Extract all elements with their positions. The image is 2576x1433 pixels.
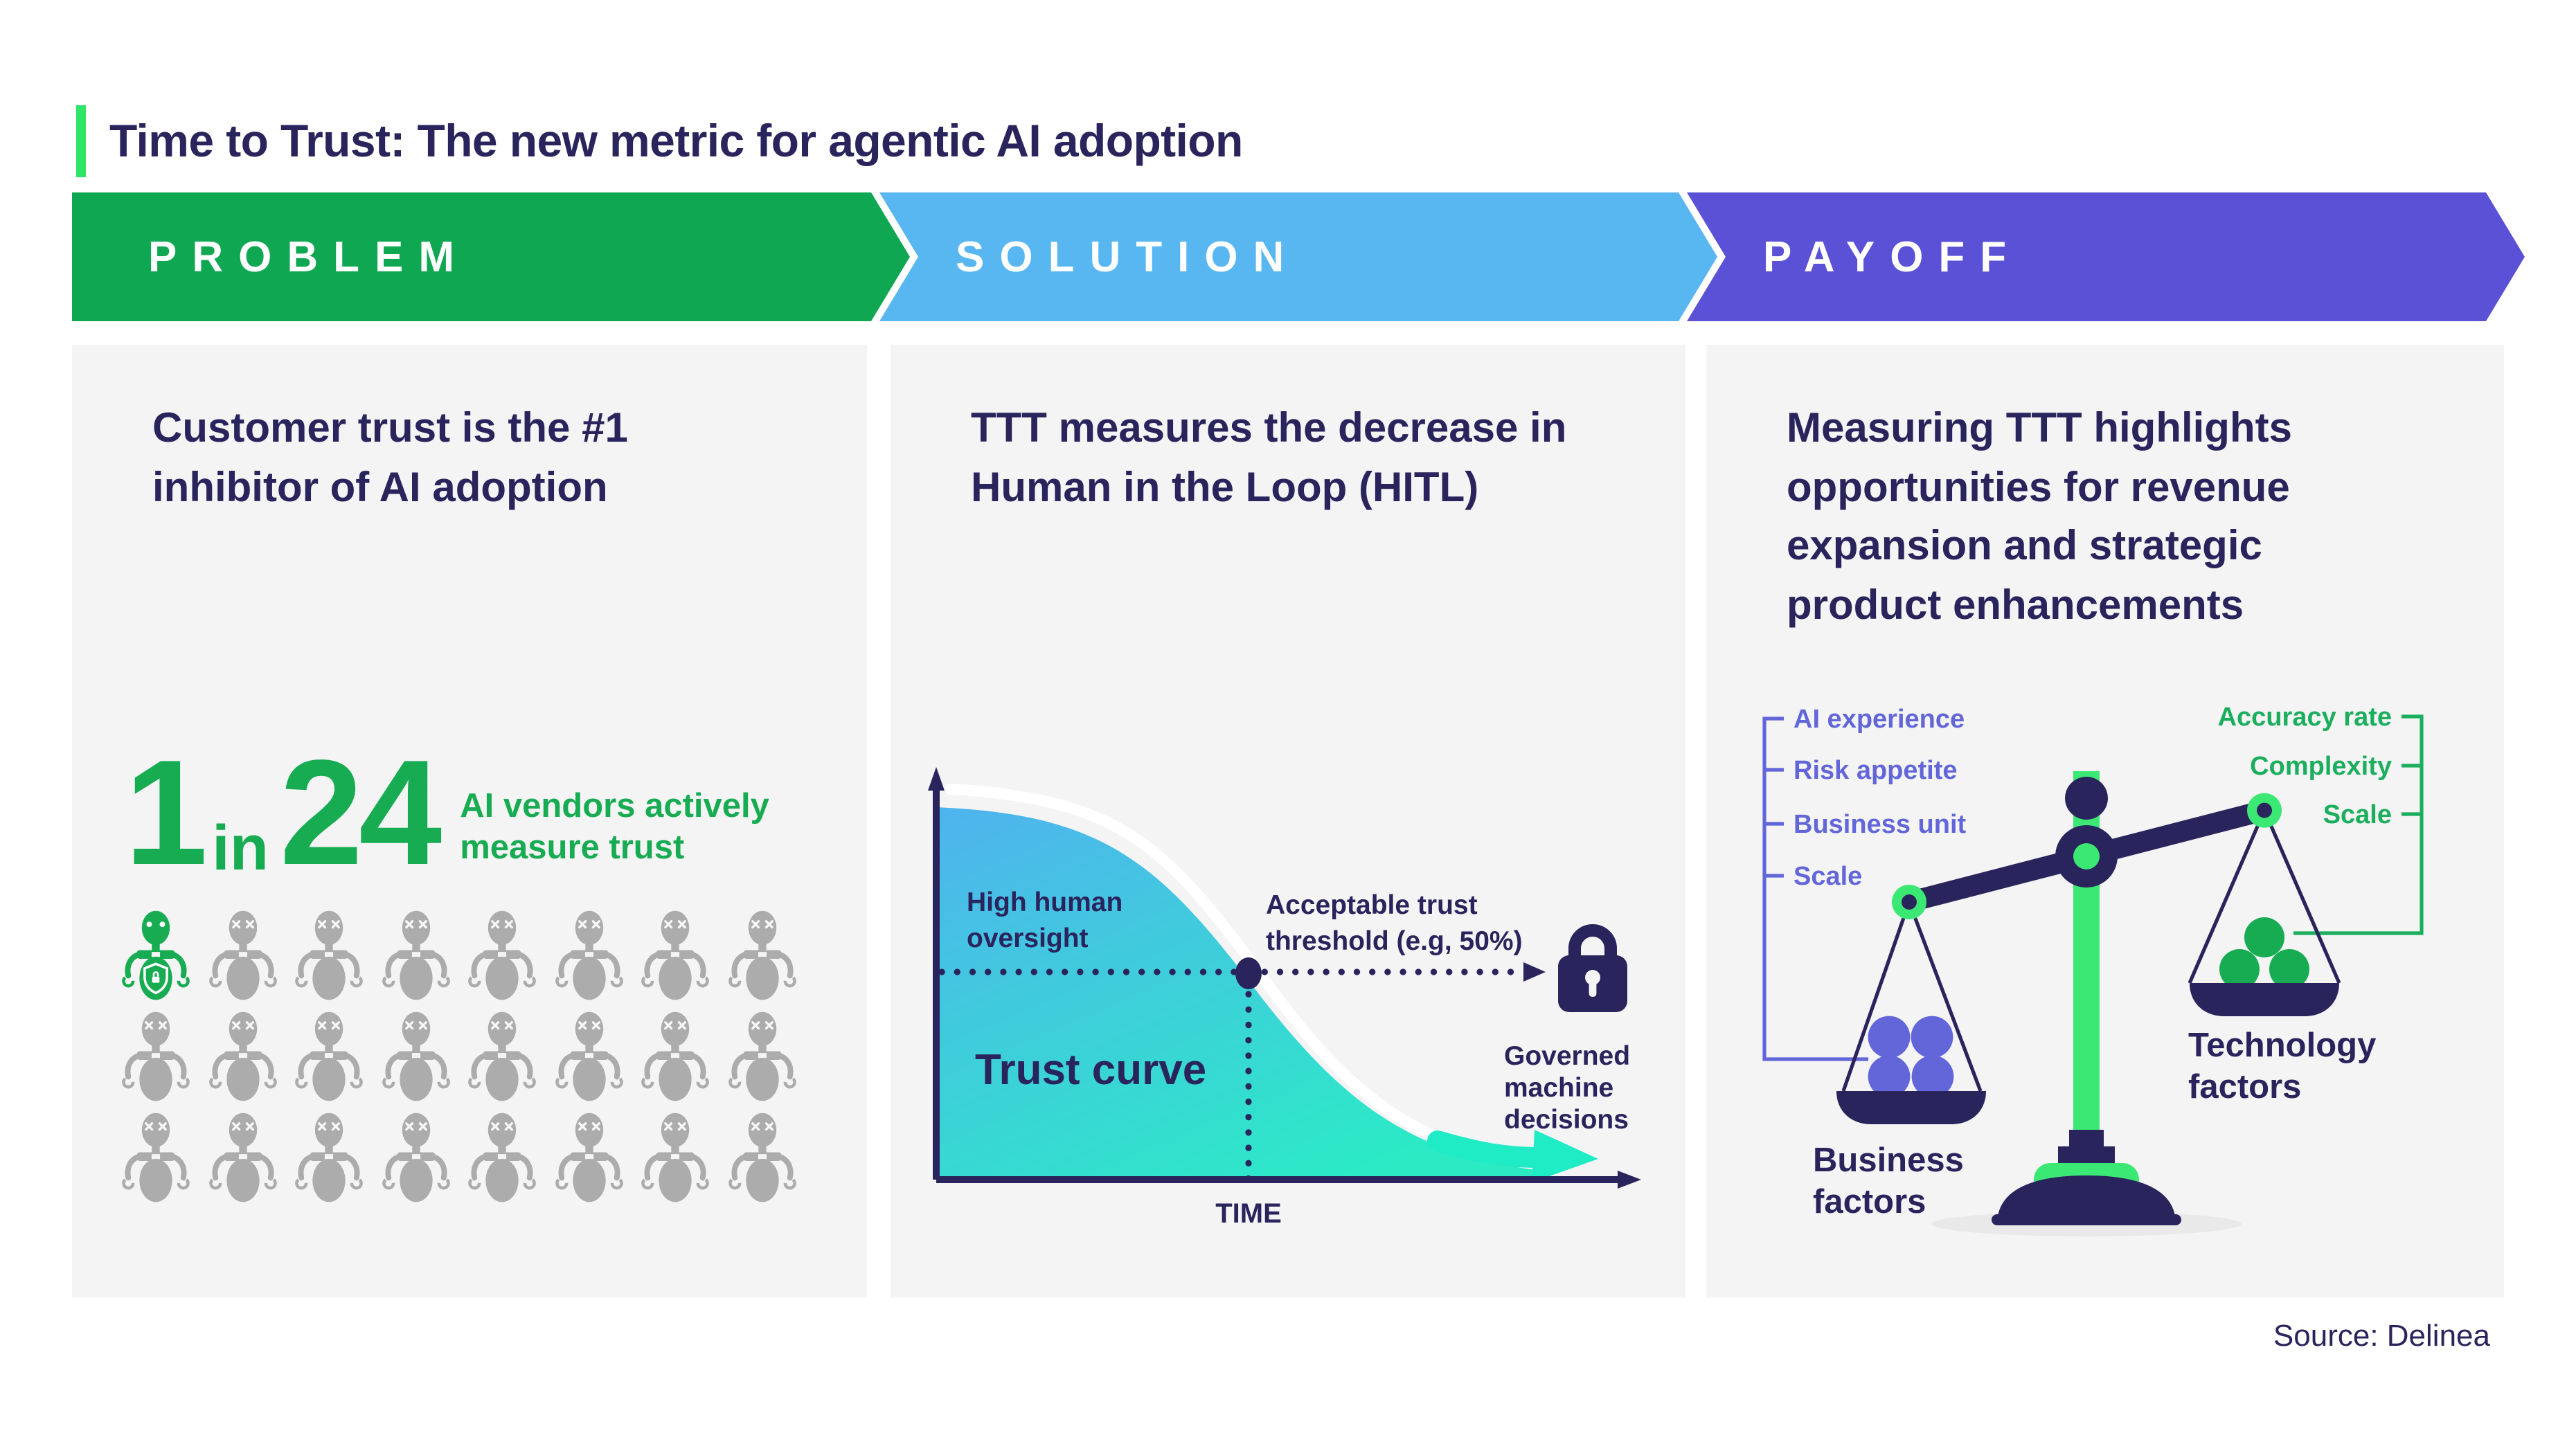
- business-factor-business-unit: Business unit: [1794, 810, 1966, 839]
- robot-gray-icon: [555, 1011, 623, 1101]
- payoff-heading: Measuring TTT highlights opportunities f…: [1787, 406, 2292, 629]
- problem-stat: 1 in 24 AI vendors actively measure trus…: [125, 728, 769, 896]
- lock-icon: [1558, 924, 1627, 1012]
- business-factor-risk-appetite: Risk appetite: [1794, 756, 1958, 785]
- panel-problem: Customer trust is the #1 inhibitor of AI…: [72, 345, 867, 1297]
- robot-pictogram-grid: [119, 910, 812, 1213]
- robot-gray-icon: [641, 910, 709, 1000]
- problem-heading: Customer trust is the #1 inhibitor of AI…: [152, 406, 628, 511]
- balance-scale-diagram: AI experience Risk appetite Business uni…: [1751, 692, 2493, 1253]
- technology-factor-accuracy-rate: Accuracy rate: [2218, 703, 2392, 732]
- robot-gray-icon: [641, 1112, 709, 1202]
- title-accent-bar-icon: [76, 105, 86, 177]
- technology-factor-complexity: Complexity: [2250, 752, 2392, 781]
- stat-description: AI vendors actively measure trust: [460, 787, 769, 867]
- label-threshold-line2: threshold (e.g, 50%): [1266, 926, 1523, 956]
- stat-value-24: 24: [279, 728, 442, 896]
- robot-gray-icon: [555, 1112, 623, 1202]
- label-high-oversight-line2: oversight: [967, 923, 1089, 953]
- label-trust-curve: Trust curve: [975, 1046, 1206, 1094]
- robot-gray-icon: [295, 1011, 363, 1101]
- banner-problem: PROBLEM: [72, 192, 910, 321]
- robot-gray-icon: [641, 1011, 709, 1101]
- trust-curve-area: [936, 807, 1548, 1180]
- business-factor-scale: Scale: [1794, 862, 1862, 891]
- y-axis-arrow-icon: [928, 767, 945, 791]
- robot-gray-icon: [122, 1011, 190, 1101]
- curve-arrow-tail: [1427, 1130, 1546, 1168]
- robot-gray-icon: [295, 1112, 363, 1202]
- curve-arrow-head-icon: [1532, 1130, 1598, 1182]
- robot-gray-icon: [295, 910, 363, 1000]
- robot-gray-icon: [208, 1112, 276, 1202]
- robot-gray-icon: [382, 910, 449, 1000]
- threshold-point: [1235, 957, 1262, 989]
- robot-gray-icon: [122, 1112, 190, 1202]
- label-governed-line2: machine: [1504, 1073, 1613, 1103]
- robot-gray-icon: [208, 910, 276, 1000]
- page-title: Time to Trust: The new metric for agenti…: [109, 115, 1243, 166]
- panel-payoff: Measuring TTT highlights opportunities f…: [1706, 345, 2504, 1297]
- threshold-arrow-icon: [1523, 962, 1546, 982]
- robot-gray-icon: [382, 1112, 449, 1202]
- x-axis-arrow-icon: [1618, 1171, 1641, 1189]
- solution-heading: TTT measures the decrease in Human in th…: [971, 406, 1567, 511]
- banner-payoff: PAYOFF: [1687, 192, 2525, 321]
- banner-solution: SOLUTION: [879, 192, 1717, 321]
- business-factor-ai-experience: AI experience: [1794, 705, 1965, 734]
- balance-scale-icon: [1836, 771, 2341, 1225]
- robot-highlighted-icon: [122, 910, 190, 1000]
- technology-factors-weights: [2219, 917, 2309, 989]
- stat-connector: in: [212, 811, 269, 884]
- banner-problem-label: PROBLEM: [148, 233, 469, 281]
- banner-payoff-label: PAYOFF: [1763, 233, 2022, 281]
- robot-gray-icon: [555, 910, 623, 1000]
- left-pan: [1836, 1091, 1986, 1124]
- technology-factor-scale: Scale: [2323, 800, 2392, 829]
- scale-base: [1997, 1175, 2176, 1224]
- label-high-oversight-line1: High human: [967, 887, 1122, 917]
- panel-solution: TTT measures the decrease in Human in th…: [891, 345, 1685, 1297]
- robot-gray-icon: [208, 1011, 276, 1101]
- robot-gray-icon: [468, 1112, 536, 1202]
- robot-gray-icon: [468, 1011, 536, 1101]
- left-caption-line1: Business: [1813, 1142, 1964, 1179]
- source-credit: Source: Delinea: [2273, 1318, 2490, 1353]
- left-caption-line2: factors: [1813, 1183, 1926, 1220]
- stat-value-1: 1: [125, 728, 208, 896]
- robot-gray-icon: [382, 1011, 449, 1101]
- right-pan: [2190, 983, 2339, 1016]
- robot-gray-icon: [728, 910, 796, 1000]
- robot-gray-icon: [728, 1112, 796, 1202]
- label-governed-line1: Governed: [1504, 1041, 1630, 1071]
- label-threshold-line1: Acceptable trust: [1266, 890, 1478, 920]
- right-caption-line1: Technology: [2188, 1027, 2376, 1064]
- robot-gray-icon: [468, 910, 536, 1000]
- label-governed-line3: decisions: [1504, 1105, 1629, 1135]
- technology-factors-bracket: [2293, 714, 2424, 935]
- business-factors-weights: [1868, 1016, 1954, 1098]
- scale-top-knob: [2065, 777, 2108, 820]
- banner-solution-label: SOLUTION: [956, 233, 1300, 281]
- title-row: Time to Trust: The new metric for agenti…: [76, 105, 1243, 177]
- business-factors-bracket: [1762, 716, 1868, 1061]
- label-time-axis: TIME: [1215, 1198, 1282, 1229]
- right-caption-line2: factors: [2188, 1068, 2301, 1106]
- robot-gray-icon: [728, 1011, 796, 1101]
- trust-curve-chart: High human oversight Acceptable trust th…: [925, 748, 1662, 1250]
